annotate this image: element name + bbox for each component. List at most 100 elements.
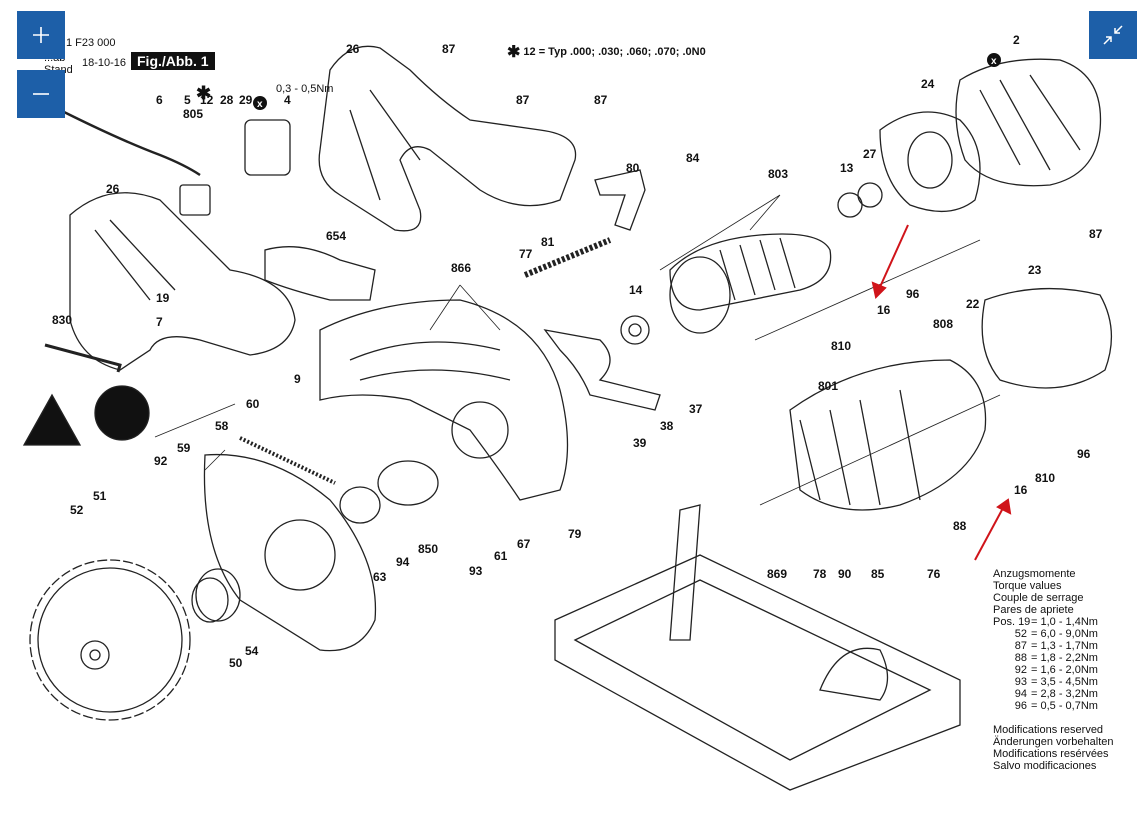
lever-80 [594, 169, 646, 231]
warning-triangle-icon [22, 393, 82, 446]
figure-label: Fig./Abb. 1 [131, 52, 215, 70]
torque-row: 94= 2,8 - 3,2Nm [1014, 688, 1098, 700]
torque-title-de: Anzugsmomente [993, 568, 1076, 580]
upper-blade-guard [319, 299, 569, 501]
power-cable [59, 108, 201, 177]
brush-cover [981, 287, 1113, 389]
part-number-label: 93 [469, 564, 483, 578]
part-number-label: 803 [768, 167, 788, 181]
part-number-label: 85 [871, 567, 885, 581]
dust-adapter [264, 246, 376, 301]
spring-81 [523, 237, 612, 278]
part-number-label: 26 [106, 182, 120, 196]
part-number-label: 9 [294, 372, 301, 386]
torque-row: 93= 3,5 - 4,5Nm [1014, 676, 1098, 688]
star-marker: ✱ [196, 83, 212, 103]
depth-guide [669, 504, 701, 641]
part-number-label: 96 [1077, 447, 1091, 461]
part-number-label: 19 [156, 291, 170, 305]
date-value: 18-10-16 [82, 57, 127, 69]
svg-text:x: x [257, 99, 263, 110]
part-number-label: 866 [451, 261, 471, 275]
part-number-label: 51 [93, 489, 107, 503]
armature [669, 233, 832, 311]
part-number-label: 28 [220, 93, 234, 107]
part-number-label: 77 [519, 247, 533, 261]
lower-blade-guard [203, 453, 377, 652]
bearing-housing [377, 460, 439, 506]
part-number-label: 76 [927, 567, 941, 581]
x-marker-icon [253, 96, 267, 110]
part-number-label: 50 [229, 656, 243, 670]
hex-key [44, 343, 122, 373]
part-number-label: 92 [154, 454, 168, 468]
saw-blade [29, 559, 191, 721]
star-icon: ✱ [507, 44, 521, 61]
motor-stator [955, 58, 1102, 187]
part-number-label: 59 [177, 441, 191, 455]
part-number-label: 850 [418, 542, 438, 556]
part-number-label: 96 [906, 287, 920, 301]
part-number-label: 26 [346, 42, 360, 56]
part-number-label: 5 [184, 93, 191, 107]
part-number-label: 87 [1089, 227, 1103, 241]
svg-text:x: x [991, 56, 997, 67]
collapse-arrows-icon [1103, 25, 1123, 45]
torque-row: Pos. 19= 1,0 - 1,4Nm [993, 616, 1098, 628]
torque-row: 88= 1,8 - 2,2Nm [1014, 652, 1098, 664]
modifications-line: Salvo modificaciones [993, 760, 1097, 772]
torque-row: 96= 0,5 - 0,7Nm [1014, 700, 1098, 712]
modifications-line: Änderungen vorbehalten [993, 736, 1114, 748]
part-number-label: 29 [239, 93, 253, 107]
part-number-label: 58 [215, 419, 229, 433]
zoom-in-button[interactable] [17, 11, 65, 59]
part-number-label: 27 [863, 147, 877, 161]
part-number-label: 84 [686, 151, 700, 165]
part-number-label: 81 [541, 235, 555, 249]
torque-title-es: Pares de apriete [993, 604, 1074, 616]
x-marker-icon [987, 53, 1001, 67]
fan-shroud [879, 111, 981, 213]
part-number-label: 67 [517, 537, 531, 551]
part-number-label: 12 [200, 93, 214, 107]
part-number-label: 61 [494, 549, 508, 563]
part-number-label: 63 [373, 570, 387, 584]
part-number-label: 16 [877, 303, 891, 317]
part-number-label: 88 [953, 519, 967, 533]
part-number-label: 54 [245, 644, 259, 658]
part-number-label: 80 [626, 161, 640, 175]
part-number-label: 810 [831, 339, 851, 353]
part-number-label: 79 [568, 527, 582, 541]
part-number-label: 4 [284, 93, 291, 107]
doc-number: 1 F23 000 [66, 37, 116, 49]
part-number-label: 22 [966, 297, 980, 311]
handle-housing-top [318, 45, 577, 232]
part-number-label: 6 [156, 93, 163, 107]
part-number-label: 16 [1014, 483, 1028, 497]
field-housing [789, 359, 987, 511]
part-number-label: 38 [660, 419, 674, 433]
bearing-14 [620, 315, 650, 345]
bracket-39 [543, 329, 661, 411]
part-number-label: 94 [396, 555, 410, 569]
part-number-label: 87 [594, 93, 608, 107]
part-number-label: 869 [767, 567, 787, 581]
part-number-label: 78 [813, 567, 827, 581]
bearing-13 [837, 192, 863, 218]
part-number-label: 52 [70, 503, 84, 517]
part-number-label: 654 [326, 229, 346, 243]
plus-icon [33, 27, 49, 43]
part-number-label: 13 [840, 161, 854, 175]
exit-fullscreen-button[interactable] [1089, 11, 1137, 59]
part-number-label: 39 [633, 436, 647, 450]
torque-annotation: 0,3 - 0,5Nm [276, 83, 334, 95]
part-number-label: 24 [921, 77, 935, 91]
part-number-label: 37 [689, 402, 703, 416]
part-number-label: 805 [183, 107, 203, 121]
torque-values-legend: Anzugsmomente Torque values Couple de se… [993, 568, 1098, 712]
zoom-out-button[interactable] [17, 70, 65, 118]
spring-60 [239, 436, 336, 485]
part-number-label: 801 [818, 379, 838, 393]
